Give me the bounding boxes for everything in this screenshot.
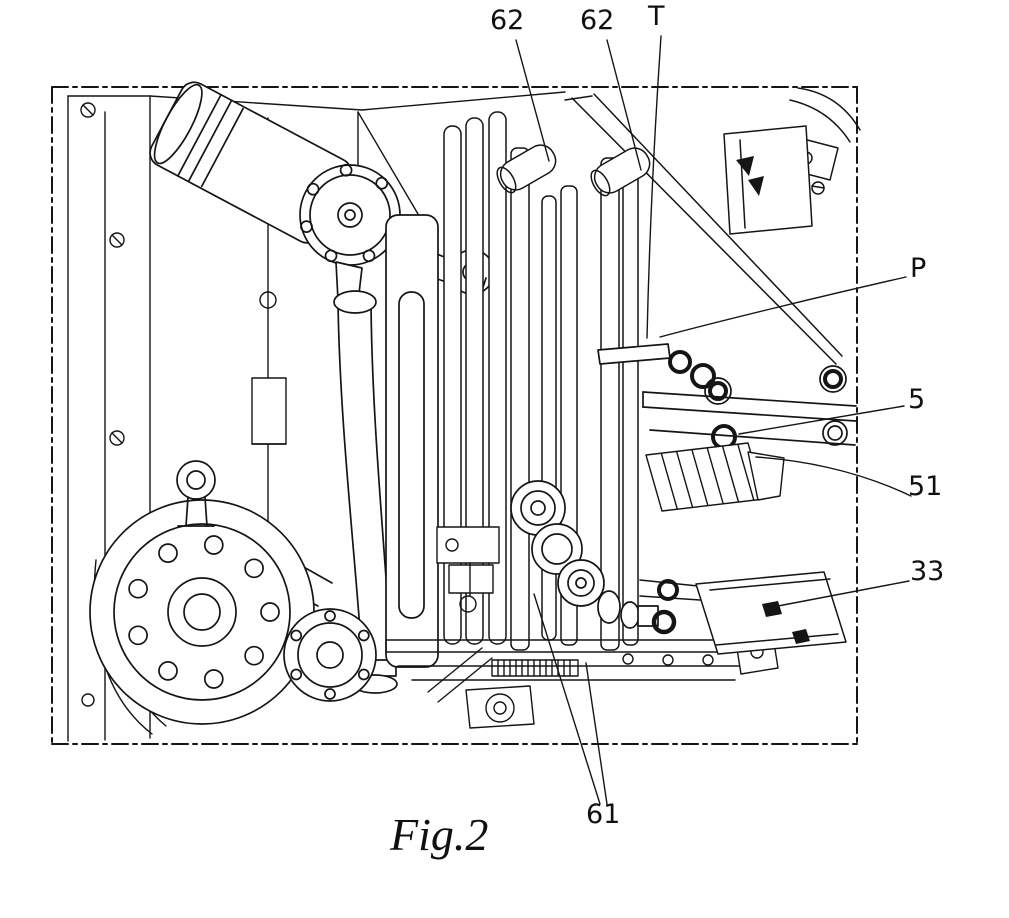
angled-bracket: [639, 571, 847, 655]
leader-lines: [515, 35, 912, 805]
rod-cap-right: [590, 147, 651, 197]
ribbed-block: [645, 442, 785, 512]
slotted-plate: [385, 214, 439, 668]
leader-T: [646, 35, 662, 339]
leader-62-right: [606, 39, 642, 171]
label-62-right: 62: [580, 5, 615, 36]
label-51: 51: [908, 471, 943, 502]
leader-5: [738, 405, 905, 435]
label-61: 61: [586, 799, 621, 830]
flange-wheel: [89, 460, 377, 725]
top-right-bracket: [723, 87, 861, 235]
roller-train: [510, 480, 677, 635]
web-path-lines: [564, 93, 843, 365]
rod-cap-left: [496, 144, 557, 194]
label-62-left: 62: [490, 5, 525, 36]
leader-P: [659, 276, 907, 338]
leader-62-left: [515, 39, 550, 162]
label-5: 5: [908, 384, 926, 415]
right-arm: [597, 343, 857, 450]
leader-61-a: [533, 593, 601, 805]
cylinder-assembly: [149, 81, 495, 335]
label-33: 33: [910, 556, 945, 587]
label-P: P: [910, 253, 927, 284]
leader-51: [755, 456, 912, 497]
leader-33: [777, 580, 910, 607]
leader-61-b: [585, 662, 608, 805]
label-T: T: [648, 1, 665, 32]
clamp-blocks: [436, 526, 500, 613]
figure-caption: Fig.2: [390, 809, 489, 860]
